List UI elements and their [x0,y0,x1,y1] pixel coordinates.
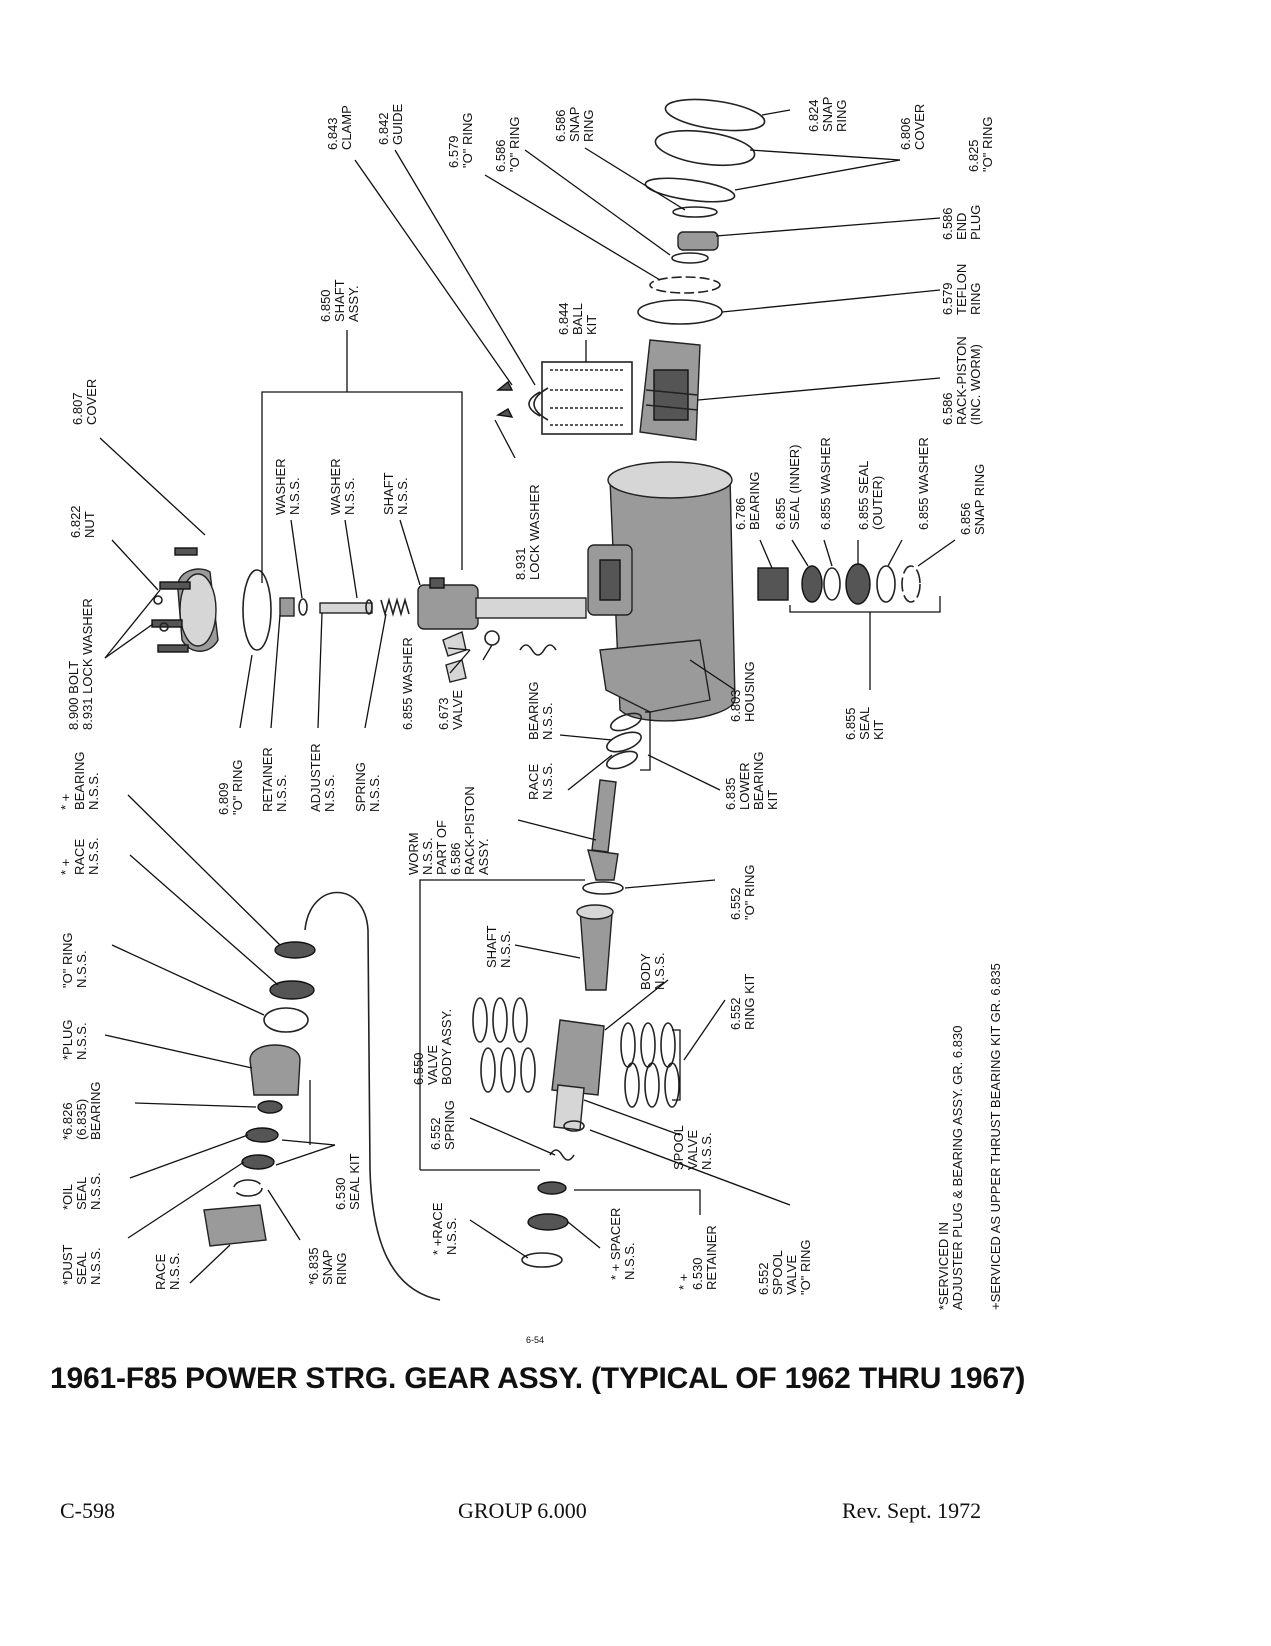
label-race-nss-left: * +RACEN.S.S. [430,1202,459,1255]
figure-number: 6-54 [526,1335,545,1345]
label-guide-6842: 6.842GUIDE [376,104,405,146]
lower-bearing-parts [605,711,651,771]
housing-part [587,461,736,722]
label-spring: SPRINGN.S.S. [353,762,382,812]
label-nut-6822: 6.822NUT [68,505,97,538]
valve-6673-part [442,630,557,683]
label-bearing-star: * +BEARINGN.S.S. [58,751,101,810]
label-snap-ring-6824: 6.824SNAPRING [806,97,849,132]
label-spool-valve: SPOOLVALVEN.S.S. [671,1125,714,1170]
label-washer-1: WASHERN.S.S. [273,458,302,515]
label-oring-6825: 6.825"O" RING [966,117,995,172]
label-body-nss: BODYN.S.S. [638,952,667,990]
thrust-bearing-parts [203,891,441,1301]
rack-piston-part [639,339,701,441]
label-note-serviced-as: +SERVICED AS UPPER THRUST BEARING KIT GR… [988,963,1003,1310]
label-housing-6803: 6.803HOUSING [728,661,757,722]
label-retainer-6530: * +6.530RETAINER [676,1225,719,1290]
label-snap-ring-6586: 6.586SNAPRING [553,107,596,142]
label-seal-kit-6530: 6.530SEAL KIT [333,1153,362,1210]
page-title: 1961-F85 POWER STRG. GEAR ASSY. (TYPICAL… [50,1362,1026,1395]
end-cover-rings-part [637,98,766,325]
label-bearing-6786: 6.786BEARING [733,471,762,530]
label-race-nss-bottom: RACEN.S.S. [153,1252,182,1290]
label-washer-6855-left: 6.855 WASHER [400,637,415,730]
label-washer-6855b: 6.855 WASHER [916,437,931,530]
label-adjuster: ADJUSTERN.S.S. [308,743,337,812]
part-labels: 6.807COVER 6.822NUT 8.900 BOLT8.931 LOCK… [58,97,1003,1310]
label-washer-2: WASHERN.S.S. [328,458,357,515]
label-dust-seal: *DUSTSEALN.S.S. [60,1244,103,1285]
label-bearing-6826: *6.826(6.835)BEARING [60,1081,103,1140]
label-seal-outer-6855: 6.855 SEAL(OUTER) [856,461,885,530]
label-oil-seal: *OILSEALN.S.S. [60,1172,103,1210]
label-valve-body-6550: 6.550VALVEBODY ASSY. [411,1009,454,1085]
oring-6809-part [242,569,272,651]
label-spool-valve-oring-6552: 6.552SPOOLVALVE"O" RING [756,1240,813,1295]
label-washer-6855a: 6.855 WASHER [818,437,833,530]
label-note-serviced-in: *SERVICED INADJUSTER PLUG & BEARING ASSY… [936,1026,965,1310]
label-race-star: * +RACEN.S.S. [58,837,101,875]
label-spacer: * + SPACERN.S.S. [608,1208,637,1280]
label-shaft-top: SHAFTN.S.S. [381,472,410,515]
label-worm: WORMN.S.S.PART OF6.586RACK-PISTONASSY. [406,786,491,875]
label-bearing-nss: BEARINGN.S.S. [526,681,555,740]
label-seal-kit-6855: 6.855SEALKIT [843,707,886,740]
label-bolt-lock-washer: 8.900 BOLT8.931 LOCK WASHER [66,598,95,730]
sector-shaft-part [417,577,587,630]
worm-part [587,779,619,881]
group-number: GROUP 6.000 [458,1498,587,1523]
label-oring-nss: "O" RINGN.S.S. [60,933,89,988]
label-valve-6673: 6.673VALVE [436,690,465,730]
label-race-nss: RACEN.S.S. [526,762,555,800]
label-cover-6806: 6.806COVER [898,104,927,150]
label-end-plug-6586: 6.586ENDPLUG [940,205,983,240]
page-code: C-598 [60,1498,115,1523]
ball-kit-part [495,361,633,435]
label-oring-6586: 6.586"O" RING [493,117,522,172]
leader-lines [99,109,956,1284]
label-teflon-ring-6579: 6.579TEFLONRING [940,264,983,315]
valve-body-parts [472,904,681,1268]
label-oring-6579: 6.579"O" RING [446,113,475,168]
label-oring-6809: 6.809"O" RING [216,760,245,815]
label-clamp-6843: 6.843CLAMP [325,105,354,150]
label-ball-kit-6844: 6.844BALLKIT [556,302,599,335]
label-snap-ring-6856: 6.856SNAP RING [958,464,987,535]
label-plug-nss: *PLUGN.S.S. [60,1020,89,1060]
label-retainer: RETAINERN.S.S. [260,747,289,812]
label-snap-ring-6835: *6.835SNAPRING [306,1247,349,1285]
label-lock-washer-8931: 8.931LOCK WASHER [513,484,542,580]
parts-group [151,98,941,1301]
adjuster-stack-part [279,597,410,617]
oring-6552-part [582,881,624,895]
label-ring-kit-6552: 6.552RING KIT [728,974,757,1030]
revision-date: Rev. Sept. 1972 [842,1498,982,1523]
label-rack-piston-6586: 6.586RACK-PISTON(INC. WORM) [940,336,983,425]
label-shaft-nss: SHAFTN.S.S. [484,925,513,968]
label-cover-6807: 6.807COVER [70,379,99,425]
label-seal-inner-6855: 6.855SEAL (INNER) [773,445,802,530]
seal-kit-parts [757,563,941,613]
label-lower-bearing-kit-6835: 6.835LOWERBEARINGKIT [723,751,780,810]
label-oring-6552: 6.552"O" RING [728,865,757,920]
label-shaft-assy-6850: 6.850SHAFTASSY. [318,279,361,322]
side-cover-part [151,547,219,653]
label-spring-6552: 6.552SPRING [428,1100,457,1150]
